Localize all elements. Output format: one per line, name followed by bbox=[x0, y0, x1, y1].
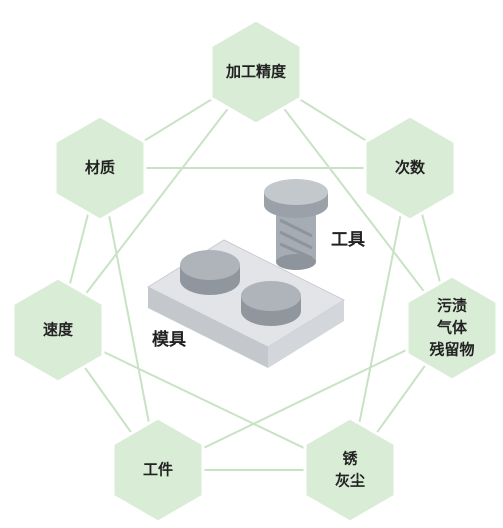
mold-label: 模具 bbox=[152, 329, 186, 350]
factor-label: 污渍 bbox=[437, 297, 467, 315]
factor-label: 材质 bbox=[85, 159, 115, 177]
connector-line bbox=[157, 327, 453, 471]
connector-line bbox=[255, 71, 453, 329]
factor-label: 灰尘 bbox=[335, 472, 365, 490]
factor-hexagon bbox=[405, 274, 499, 382]
factor-hexagon bbox=[111, 416, 205, 524]
connector-line bbox=[57, 329, 351, 471]
factor-hexagon bbox=[11, 276, 105, 384]
factor-node-workpiece: 工件 bbox=[111, 416, 205, 524]
connector-line bbox=[57, 71, 257, 331]
factor-hexagon bbox=[53, 114, 147, 222]
mold-illustration bbox=[146, 239, 346, 368]
connector-line bbox=[99, 167, 159, 471]
factor-node-speed: 速度 bbox=[11, 276, 105, 384]
factor-node-material: 材质 bbox=[53, 114, 147, 222]
connector-line bbox=[349, 167, 411, 471]
factor-node-precision: 加工精度 bbox=[209, 18, 303, 126]
factor-label: 加工精度 bbox=[225, 63, 287, 81]
factor-label: 次数 bbox=[395, 159, 426, 177]
factor-label: 锈 bbox=[342, 450, 357, 468]
factor-node-count: 次数 bbox=[363, 114, 457, 222]
factor-label: 残留物 bbox=[429, 341, 474, 359]
factor-label: 气体 bbox=[436, 319, 468, 337]
factor-hexagon bbox=[363, 114, 457, 222]
tool-label: 工具 bbox=[331, 230, 365, 250]
tool-illustration bbox=[264, 179, 328, 270]
factor-hexagon bbox=[209, 18, 303, 126]
factor-node-rust-dust: 锈灰尘 bbox=[303, 416, 397, 524]
factor-label: 工件 bbox=[143, 461, 173, 479]
factor-label: 速度 bbox=[43, 321, 74, 339]
factor-hexagon bbox=[303, 416, 397, 524]
